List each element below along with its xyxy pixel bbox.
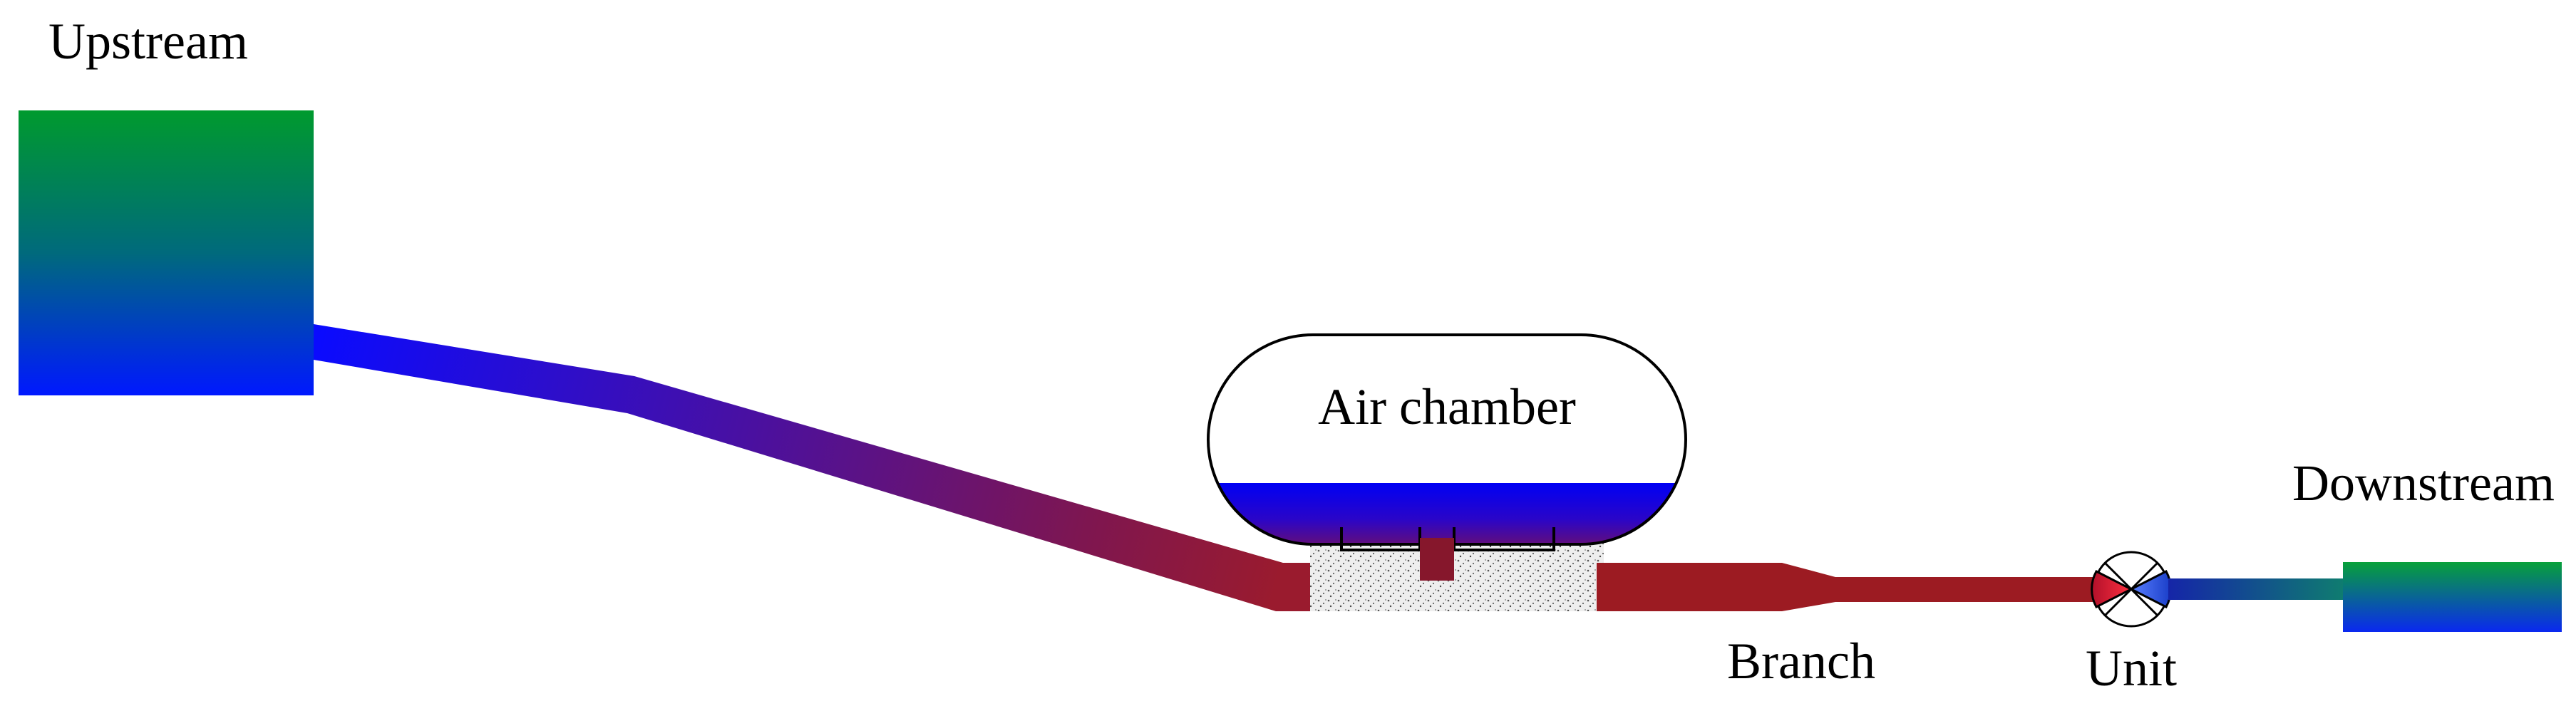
air-chamber: Air chamber: [1207, 333, 1687, 546]
downstream-reservoir: [2343, 562, 2562, 632]
branch-label: Branch: [1727, 633, 1875, 690]
unit-valve: [2091, 551, 2172, 628]
butterfly-valve-icon: [2091, 570, 2134, 608]
air-chamber-water: [1208, 483, 1686, 544]
upstream-reservoir: [19, 110, 314, 395]
penstock-pipe: [314, 324, 1600, 611]
downstream-label: Downstream: [2292, 455, 2555, 512]
air-chamber-label: Air chamber: [1318, 378, 1576, 435]
upstream-label: Upstream: [48, 13, 248, 70]
unit-label: Unit: [2086, 640, 2177, 697]
branch-pipe: [1597, 563, 2096, 611]
air-chamber-riser: [1420, 538, 1454, 581]
tailrace-pipe: [2168, 578, 2343, 600]
